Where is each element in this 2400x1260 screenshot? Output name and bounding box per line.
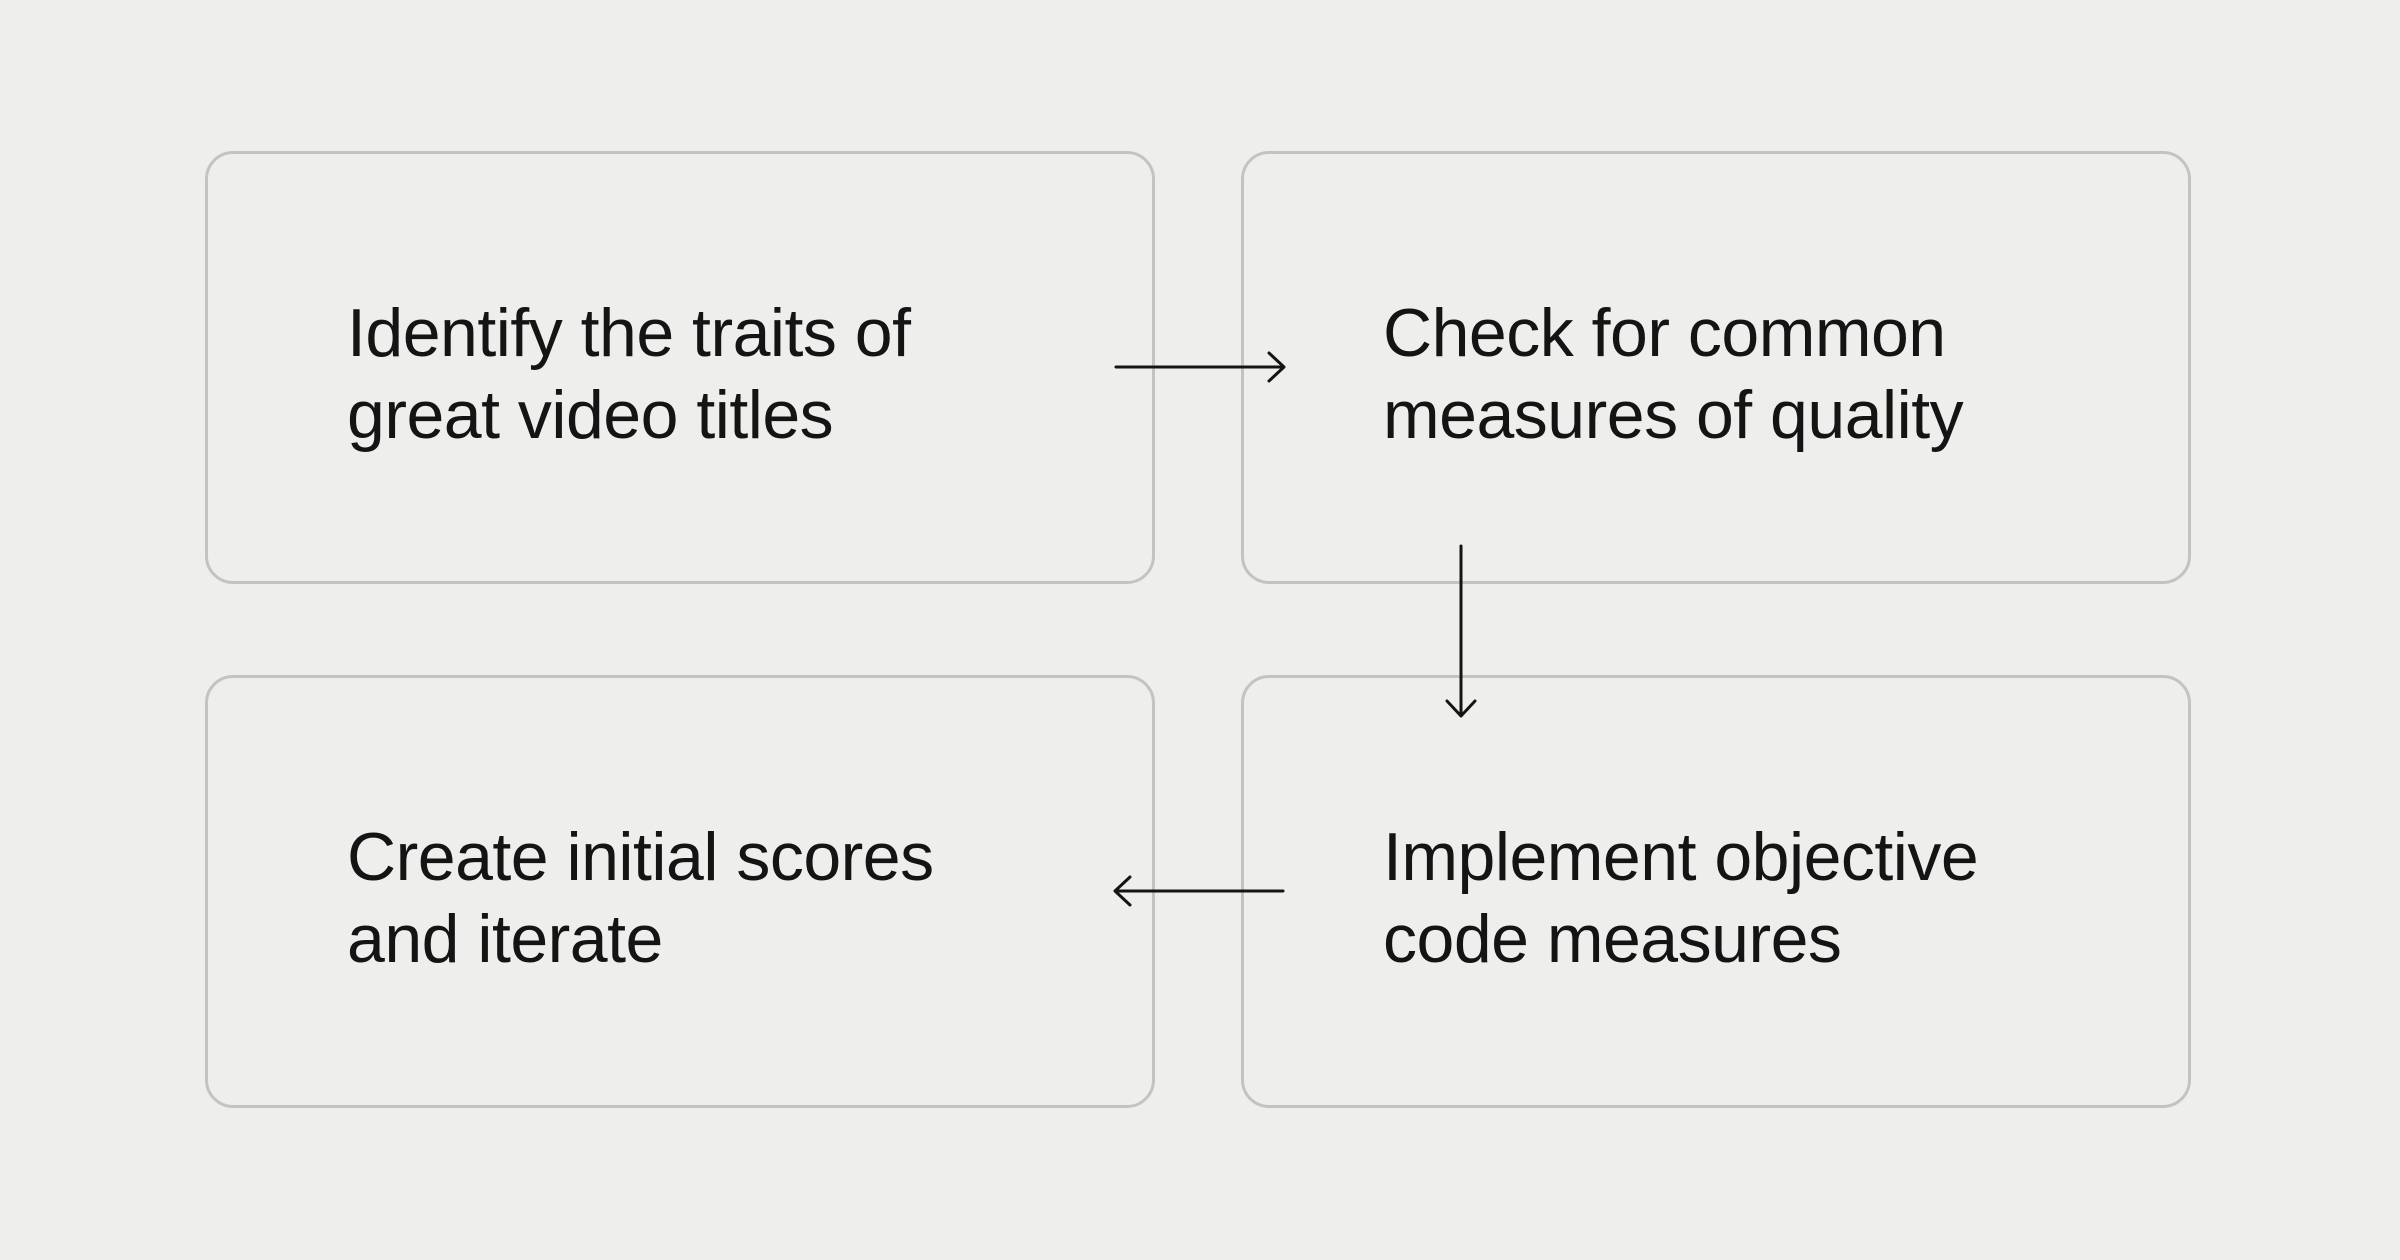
step-label-line: code measures xyxy=(1383,901,1842,977)
step-label-identify-traits: Identify the traits of great video title… xyxy=(347,292,1127,456)
step-label-line: Check for common xyxy=(1383,295,1946,371)
step-label-line: Identify the traits of xyxy=(347,295,911,371)
step-box-identify-traits: Identify the traits of great video title… xyxy=(205,151,1155,584)
step-label-implement-measures: Implement objective code measures xyxy=(1383,816,2163,980)
step-box-implement-measures: Implement objective code measures xyxy=(1241,675,2191,1108)
step-label-line: Implement objective xyxy=(1383,819,1979,895)
step-label-line: measures of quality xyxy=(1383,377,1964,453)
step-label-line: Create initial scores xyxy=(347,819,934,895)
step-label-create-scores: Create initial scores and iterate xyxy=(347,816,1127,980)
step-box-check-measures: Check for common measures of quality xyxy=(1241,151,2191,584)
step-label-check-measures: Check for common measures of quality xyxy=(1383,292,2163,456)
step-label-line: and iterate xyxy=(347,901,663,977)
step-label-line: great video titles xyxy=(347,377,834,453)
step-box-create-scores: Create initial scores and iterate xyxy=(205,675,1155,1108)
